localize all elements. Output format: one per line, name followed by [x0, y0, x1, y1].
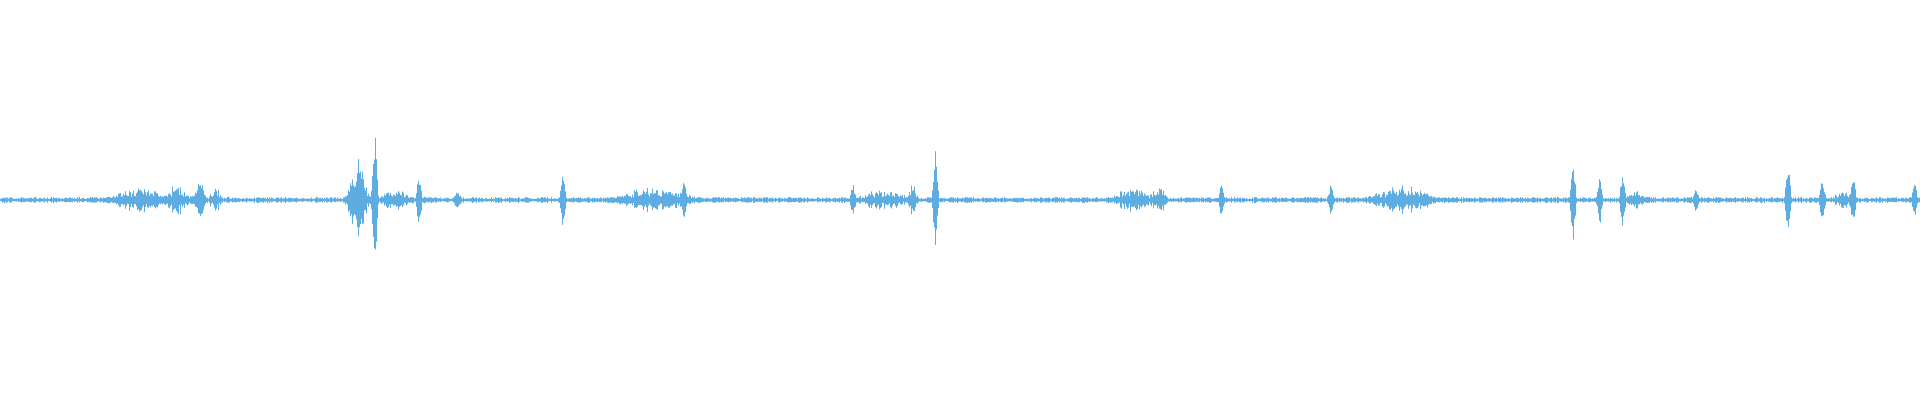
waveform-signal — [0, 138, 1920, 250]
waveform-bars — [0, 138, 1920, 250]
